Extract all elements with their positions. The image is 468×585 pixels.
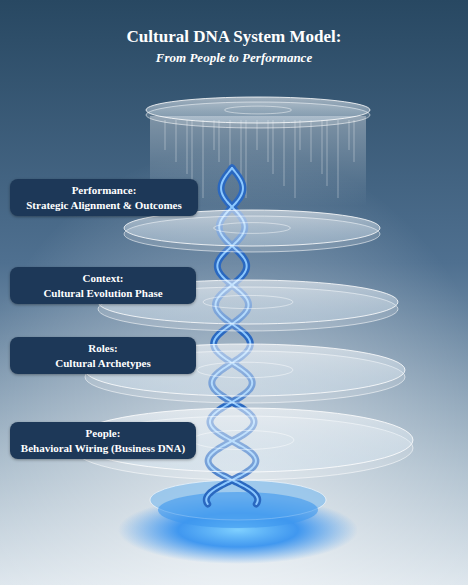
disc-ring: [192, 430, 294, 449]
light-ray: [176, 120, 177, 162]
layer-label: Context:Cultural Evolution Phase: [10, 267, 196, 304]
disc-ring: [224, 106, 291, 114]
light-ray: [284, 120, 285, 186]
light-ray: [192, 120, 193, 186]
light-ray: [187, 120, 188, 174]
layer-label: Performance:Strategic Alignment & Outcom…: [10, 179, 198, 216]
glass-disc: [146, 97, 370, 128]
layer-label: People:Behavioral Wiring (Business DNA): [10, 422, 196, 459]
disc-ring: [203, 295, 293, 308]
light-ray: [349, 120, 350, 150]
light-ray: [322, 120, 323, 174]
layer-label: Roles:Cultural Archetypes: [10, 337, 196, 374]
layer-description: Strategic Alignment & Outcomes: [18, 198, 190, 212]
light-ray: [354, 120, 355, 162]
layer-heading: People:: [18, 426, 188, 440]
disc-top: [146, 97, 370, 123]
layer-heading: Performance:: [18, 183, 190, 197]
light-ray: [327, 120, 328, 186]
layer-description: Cultural Archetypes: [18, 356, 188, 370]
light-ray: [203, 120, 204, 198]
disc-ring: [214, 223, 291, 234]
subtitle: From People to Performance: [0, 50, 468, 66]
layer-description: Cultural Evolution Phase: [18, 286, 188, 300]
light-ray: [295, 120, 296, 198]
diagram-title: Cultural DNA System Model:: [0, 27, 468, 47]
glass-disc: [124, 210, 380, 252]
layer-heading: Context:: [18, 271, 188, 285]
base-disc-rim: [158, 492, 318, 528]
light-ray: [165, 120, 166, 150]
disc-ring: [197, 362, 293, 378]
layer-description: Behavioral Wiring (Business DNA): [18, 441, 188, 455]
layer-heading: Roles:: [18, 341, 188, 355]
light-ray: [338, 120, 339, 198]
